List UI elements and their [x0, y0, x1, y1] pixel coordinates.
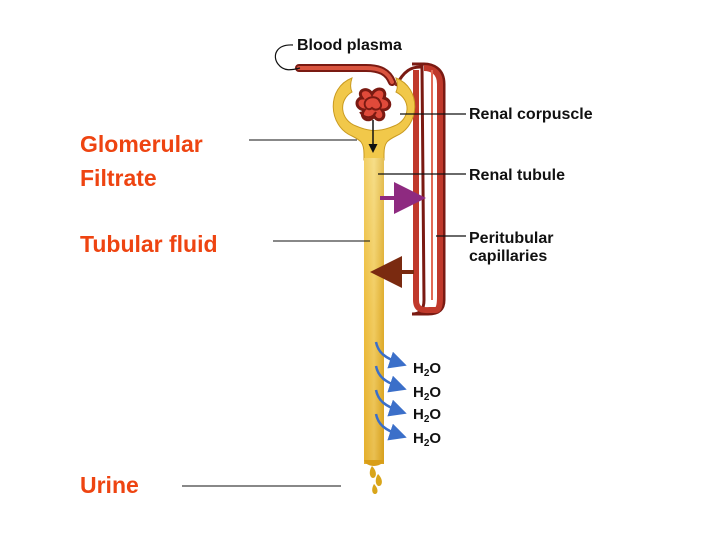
renal-tubule	[364, 158, 384, 466]
water-label: H2O	[413, 430, 441, 449]
blood-plasma-leader	[274, 44, 301, 71]
water-arrow	[374, 341, 407, 369]
water-label: H2O	[413, 360, 441, 379]
glomerular-filtrate-label-line2: Filtrate	[80, 165, 157, 191]
water-arrows	[374, 341, 407, 441]
glomerular-filtrate-label-line1: Glomerular	[80, 131, 203, 157]
water-arrow	[374, 413, 407, 441]
tubular-fluid-label: Tubular fluid	[80, 231, 218, 257]
bowmans-capsule	[332, 77, 416, 161]
water-arrow	[374, 365, 407, 393]
water-arrow	[374, 389, 407, 417]
renal-tubule-label: Renal tubule	[469, 167, 565, 184]
renal-corpuscle-label: Renal corpuscle	[469, 106, 593, 123]
peritubular-label-line1: Peritubular	[469, 230, 553, 247]
water-label: H2O	[413, 384, 441, 403]
urine-droplets	[369, 466, 382, 494]
blood-plasma-label: Blood plasma	[297, 37, 402, 54]
glomerulus	[355, 87, 392, 122]
peritubular-label-line2: capillaries	[469, 248, 547, 265]
peritubular-capillary	[295, 62, 446, 316]
urine-label: Urine	[80, 472, 139, 498]
water-label: H2O	[413, 406, 441, 425]
